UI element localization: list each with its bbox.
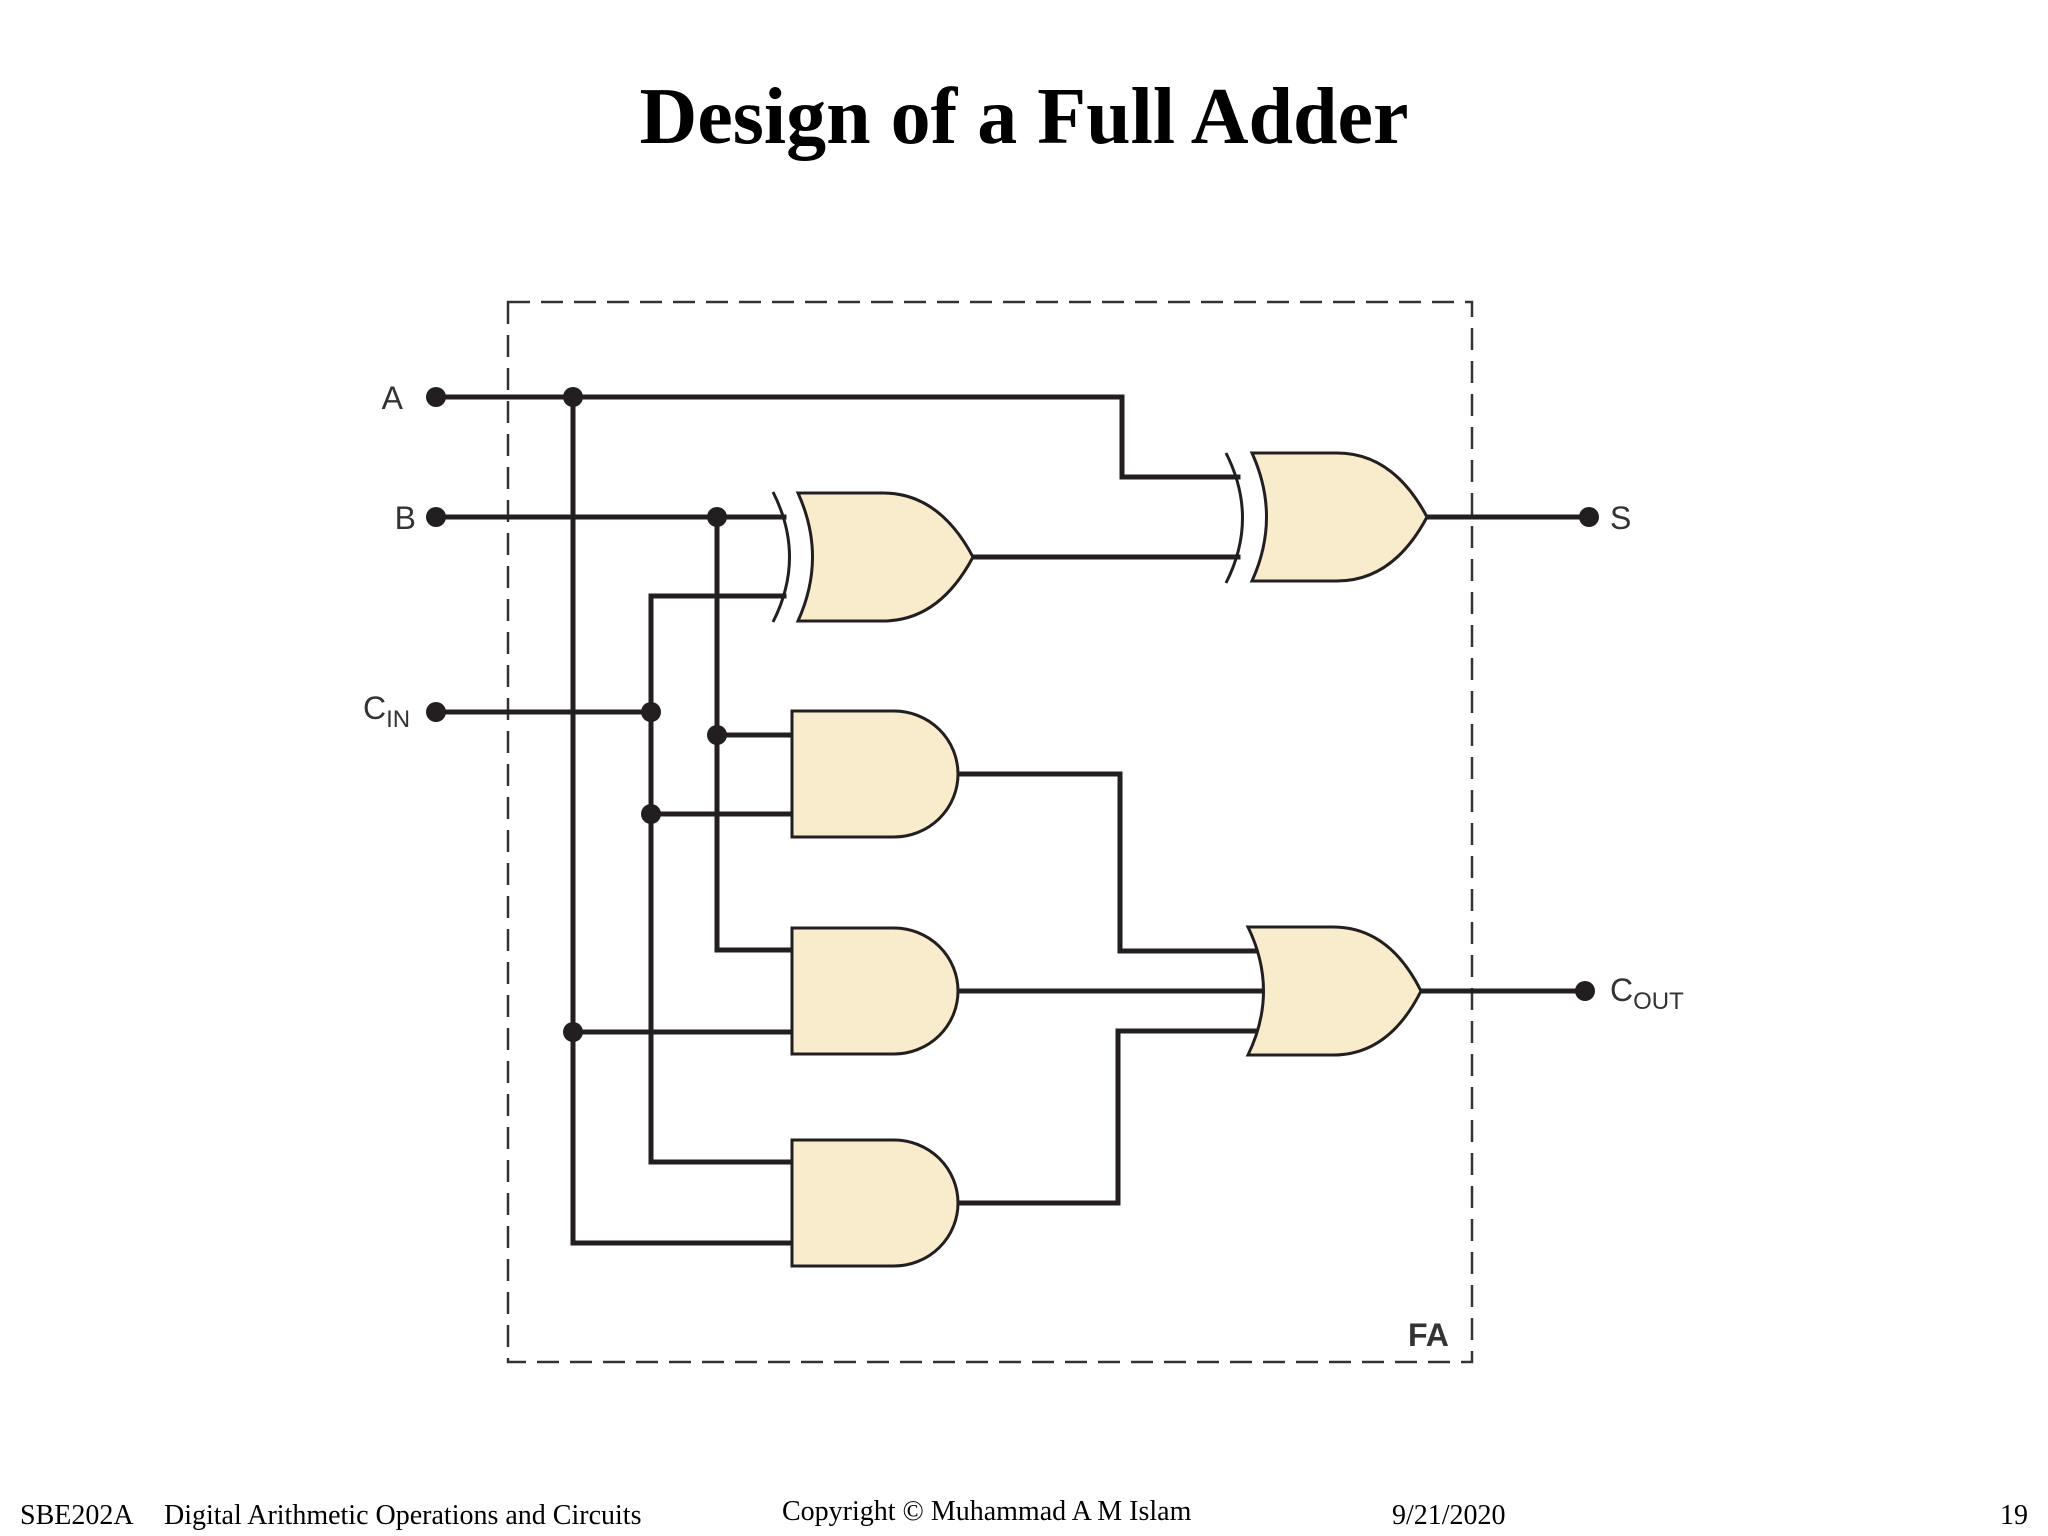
junction-a-top [563, 387, 583, 407]
junction-a-and2 [563, 1022, 583, 1042]
footer-copyright: Copyright © Muhammad A M Islam [782, 1496, 1192, 1527]
pin-b-dot [426, 507, 446, 527]
junction-cin-and1 [641, 804, 661, 824]
input-a-label: A [382, 380, 404, 416]
footer-course: SBE202A [20, 1500, 134, 1531]
wire-and1-out [955, 771, 1265, 954]
wire-a [433, 394, 1241, 480]
pin-a-dot [426, 387, 446, 407]
footer-date: 9/21/2020 [1392, 1500, 1506, 1531]
input-b-label: B [395, 500, 416, 536]
wires [433, 394, 1592, 1246]
output-s-label: S [1610, 500, 1631, 536]
and-gate-2 [790, 926, 960, 1056]
wire-cin-vertical [648, 593, 795, 1165]
and-gate-1 [790, 709, 960, 839]
wire-b-vertical [714, 514, 795, 953]
pin-cout-dot [1575, 981, 1595, 1001]
junction-cin-in [641, 702, 661, 722]
input-cin-label: CIN [363, 690, 410, 733]
footer-topic: Digital Arithmetic Operations and Circui… [164, 1500, 642, 1531]
pin-s-dot [1579, 507, 1599, 527]
wire-a-vertical [570, 394, 795, 1246]
pin-cin-dot [426, 702, 446, 722]
wire-and3-out [955, 1028, 1265, 1206]
slide-title: Design of a Full Adder [639, 73, 1409, 161]
output-cout-label: COUT [1610, 972, 1684, 1015]
fa-block-boundary [506, 300, 1474, 1364]
or-gate [1245, 925, 1423, 1057]
xor-gate-1 [771, 491, 975, 623]
junction-b-and1 [707, 725, 727, 745]
fa-block-label: FA [1408, 1317, 1449, 1353]
junctions [426, 387, 1599, 1042]
and-gate-3 [790, 1138, 960, 1268]
junction-b-top [707, 507, 727, 527]
xor-gate-2 [1224, 451, 1429, 584]
footer-page-number: 19 [2000, 1500, 2028, 1531]
